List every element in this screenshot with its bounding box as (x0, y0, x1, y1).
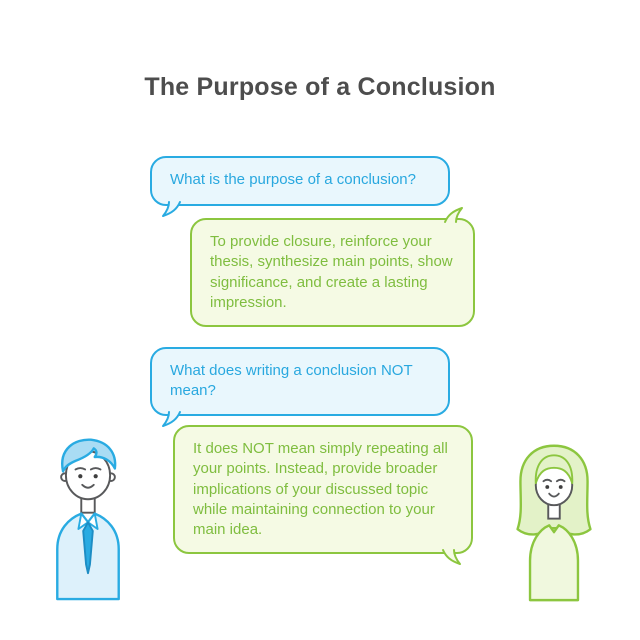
question-bubble-1: What is the purpose of a conclusion? (150, 156, 450, 217)
speech-tail-icon (160, 409, 184, 429)
answer-bubble-2: It does NOT mean simply repeating all yo… (173, 425, 473, 566)
male-character-illustration (40, 432, 136, 607)
question-bubble-1-text: What is the purpose of a conclusion? (170, 171, 416, 188)
question-bubble-2-text: What does writing a conclusion NOT mean? (170, 362, 413, 400)
speech-tail-icon (439, 547, 463, 567)
question-bubble-2: What does writing a conclusion NOT mean? (150, 347, 450, 427)
female-character-illustration (506, 440, 602, 608)
speech-tail-icon (441, 205, 465, 225)
answer-bubble-1: To provide closure, reinforce your thesi… (190, 207, 475, 327)
answer-bubble-1-text: To provide closure, reinforce your thesi… (210, 233, 453, 311)
answer-bubble-2-text: It does NOT mean simply repeating all yo… (193, 440, 448, 538)
speech-tail-icon (160, 199, 184, 219)
page-title: The Purpose of a Conclusion (144, 72, 496, 101)
